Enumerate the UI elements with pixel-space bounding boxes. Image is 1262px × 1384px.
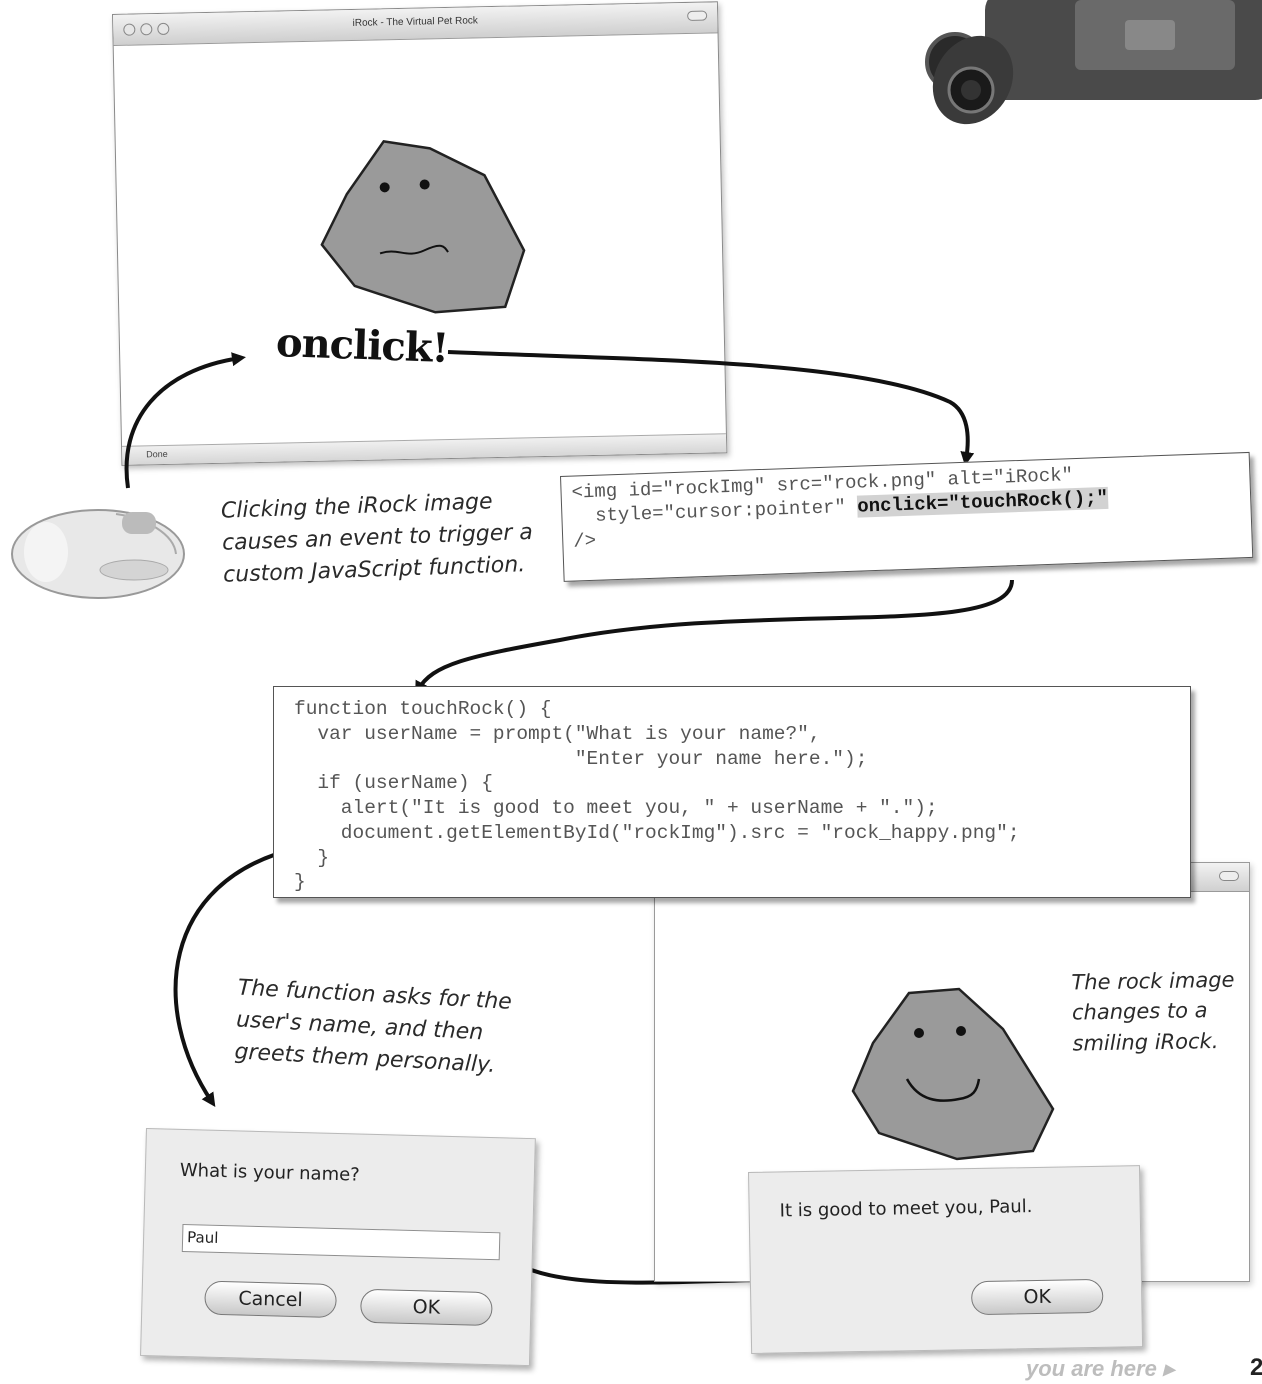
name-input[interactable]: Paul — [181, 1223, 501, 1261]
rock-image[interactable] — [312, 132, 536, 327]
code-line-5: alert("It is good to meet you, " + userN… — [294, 797, 938, 819]
cancel-button[interactable]: Cancel — [204, 1280, 337, 1319]
computer-mouse-icon — [11, 509, 185, 599]
code-line-3: /> — [572, 529, 597, 553]
code-line-2: var userName = prompt("What is your name… — [294, 722, 821, 745]
code-line-7: } — [294, 846, 330, 869]
alert-ok-button[interactable]: OK — [970, 1278, 1104, 1316]
code-line-3: "Enter your name here."); — [294, 747, 868, 770]
toolbar-toggle-button[interactable] — [1219, 871, 1239, 881]
note-click-event: Clicking the iRock image causes an event… — [220, 489, 534, 588]
page-number: 2 — [1250, 1354, 1262, 1381]
note-function-greets: The function asks for the user's name, a… — [233, 975, 513, 1078]
code-line-6: document.getElementById("rockImg").src =… — [294, 821, 1020, 844]
code-line-1: function touchRock() { — [294, 698, 552, 720]
browser-window-irock: iRock - The Virtual Pet Rock Done — [112, 1, 728, 466]
code-line-8: } — [294, 871, 306, 894]
note-rock-changes: The rock image changes to a smiling iRoc… — [1071, 967, 1235, 1056]
prompt-question: What is your name? — [179, 1159, 361, 1186]
video-camera-icon — [925, 0, 1262, 125]
touchrock-function-code-block: function touchRock() { var userName = pr… — [273, 686, 1191, 898]
prompt-dialog: What is your name? Paul Cancel OK — [140, 1128, 536, 1367]
footer-you-are-here: you are here ▸ — [1026, 1356, 1174, 1381]
ok-button[interactable]: OK — [359, 1288, 493, 1327]
smiling-rock-image[interactable] — [849, 983, 1059, 1163]
alert-message: It is good to meet you, Paul. — [779, 1196, 1033, 1222]
alert-dialog: It is good to meet you, Paul. OK — [748, 1165, 1144, 1354]
code-line-4: if (userName) { — [294, 772, 493, 795]
